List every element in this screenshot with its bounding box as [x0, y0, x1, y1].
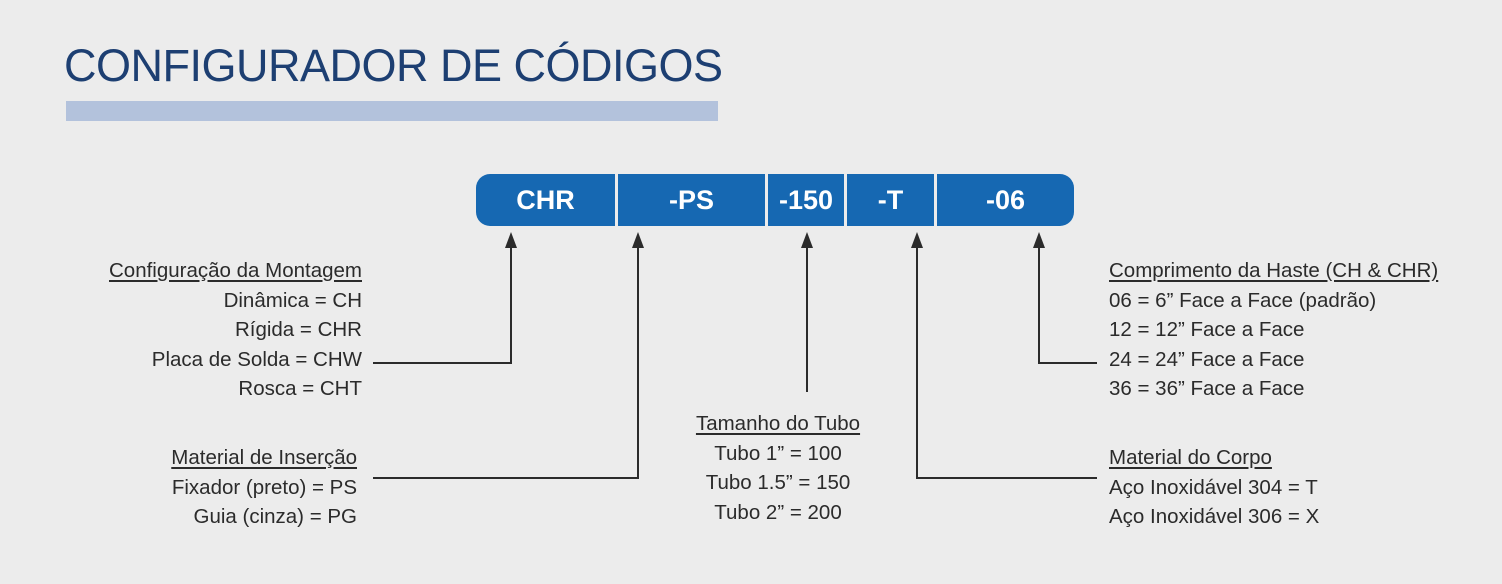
group-heading: Material do Corpo [1109, 446, 1272, 469]
group-tubo: Tamanho do Tubo Tubo 1” = 100 Tubo 1.5” … [678, 409, 878, 527]
list-item: Aço Inoxidável 306 = X [1109, 505, 1320, 528]
list-item: Tubo 2” = 200 [714, 500, 842, 524]
group-heading: Comprimento da Haste (CH & CHR) [1109, 259, 1439, 282]
arrow-head-icon [632, 232, 644, 248]
list-item: 24 = 24” Face a Face [1109, 347, 1305, 371]
code-segment-stem: -06 [937, 174, 1074, 226]
connector-montagem [373, 244, 512, 364]
list-item: Guia (cinza) = PG [193, 505, 358, 528]
group-heading: Tamanho do Tubo [695, 412, 861, 435]
list-item: Tubo 1.5” = 150 [705, 471, 851, 494]
arrow-head-icon [505, 232, 517, 248]
code-segment-insert: -PS [618, 174, 765, 226]
list-item: Placa de Solda = CHW [151, 347, 362, 371]
group-corpo: Material do Corpo Aço Inoxidável 304 = T… [1109, 443, 1319, 532]
list-item: 06 = 6” Face a Face (padrão) [1109, 288, 1377, 312]
connector-insercao [373, 244, 639, 479]
group-haste: Comprimento da Haste (CH & CHR) 06 = 6” … [1109, 256, 1438, 404]
list-item: 36 = 36” Face a Face [1109, 377, 1305, 400]
title-underline-bar [66, 101, 718, 121]
list-item: Tubo 1” = 100 [714, 441, 842, 465]
code-segment-tube: -150 [768, 174, 844, 226]
list-item: Dinâmica = CH [223, 288, 362, 312]
arrow-head-icon [911, 232, 923, 248]
group-heading: Material de Inserção [171, 446, 357, 469]
list-item: 12 = 12” Face a Face [1109, 318, 1305, 341]
list-item: Fixador (preto) = PS [171, 475, 357, 499]
connector-corpo [916, 244, 1097, 479]
code-segment-mounting: CHR [476, 174, 615, 226]
list-item: Aço Inoxidável 304 = T [1109, 475, 1318, 499]
group-heading: Configuração da Montagem [109, 259, 362, 282]
group-insercao: Material de Inserção Fixador (preto) = P… [171, 443, 357, 532]
code-strip: CHR -PS -150 -T -06 [476, 174, 1074, 226]
page-title: CONFIGURADOR DE CÓDIGOS [64, 40, 723, 91]
list-item: Rígida = CHR [234, 318, 362, 341]
arrow-head-icon [801, 232, 813, 248]
list-item: Rosca = CHT [238, 377, 362, 400]
arrow-head-icon [1033, 232, 1045, 248]
code-segment-body: -T [847, 174, 934, 226]
connector-haste [1038, 244, 1097, 364]
group-montagem: Configuração da Montagem Dinâmica = CH R… [109, 256, 362, 404]
